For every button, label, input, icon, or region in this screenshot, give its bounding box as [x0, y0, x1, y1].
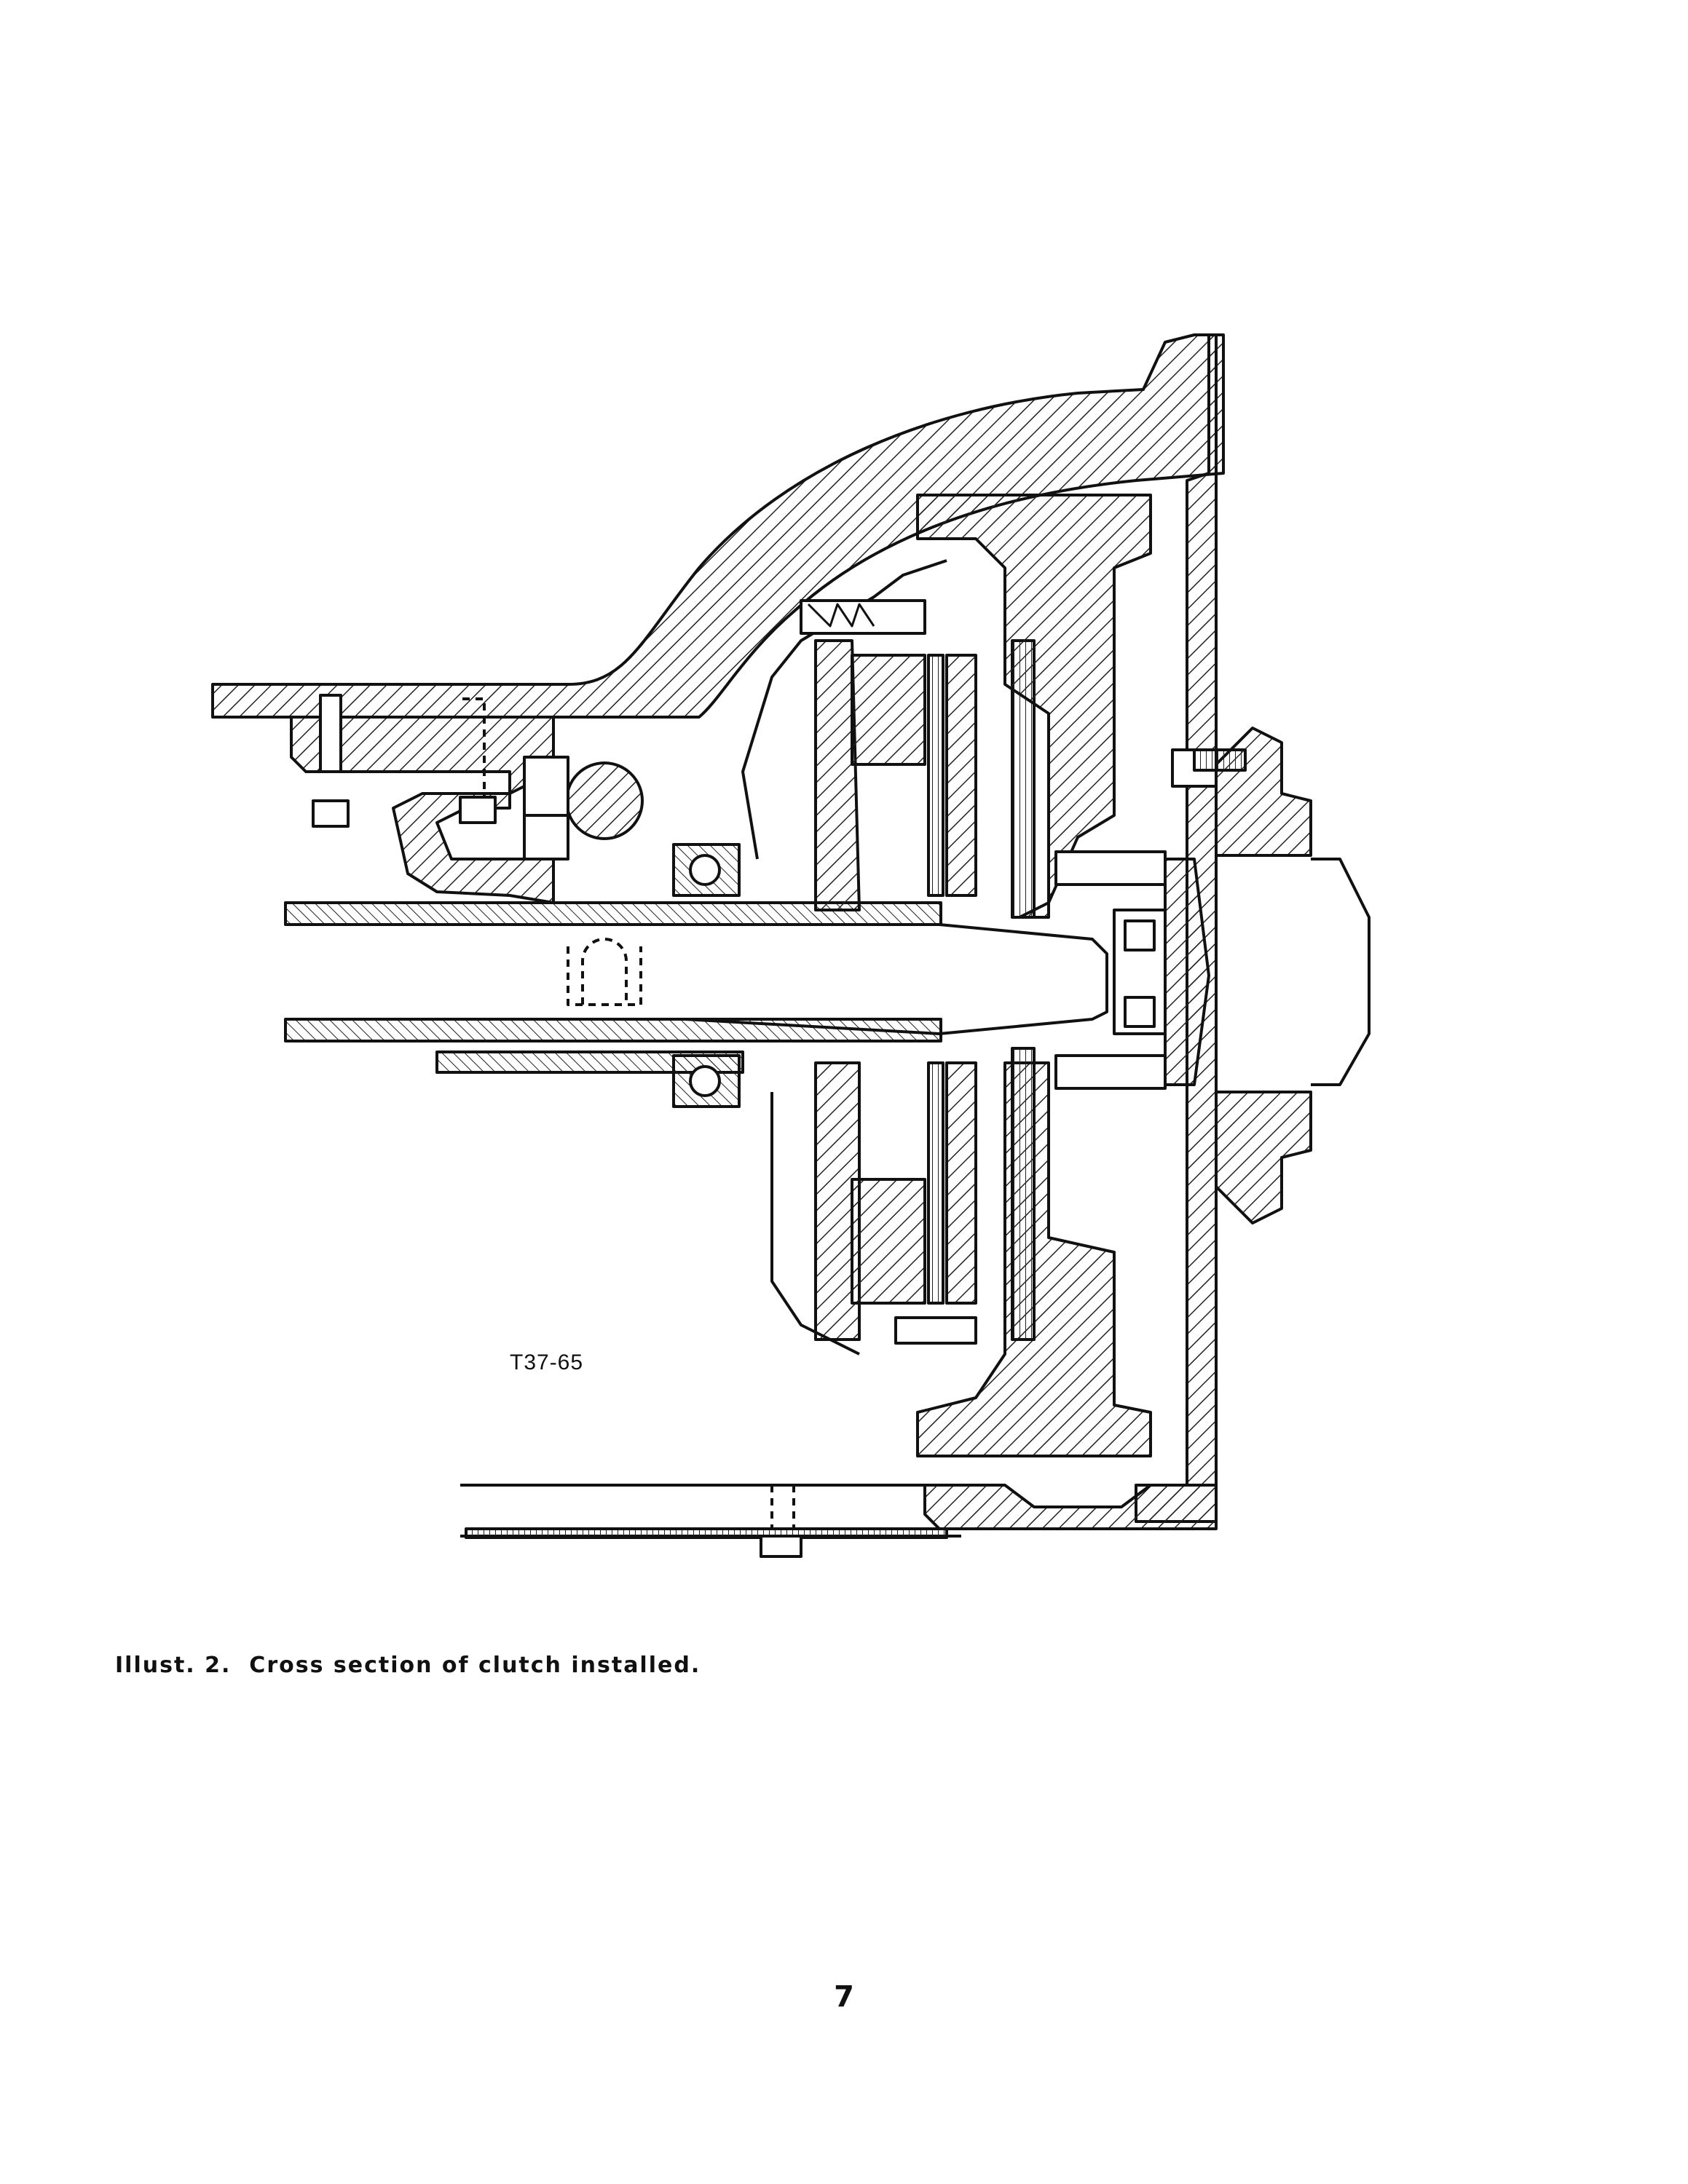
figure-caption: Illust. 2. Cross section of clutch insta…: [115, 1653, 701, 1678]
flywheel: [916, 494, 1152, 919]
crankshaft: [1215, 727, 1312, 857]
clutch-shaft-upper: [284, 901, 942, 926]
clutch-disc-upper: [851, 654, 926, 766]
oil-pan-strip: [465, 1527, 948, 1539]
flywheel-bolt-upper: [1054, 850, 1167, 886]
housing-flange: [1135, 333, 1218, 1523]
clutch-cover-lower: [770, 1092, 860, 1356]
case-bolt: [319, 694, 342, 773]
bell-housing: [211, 333, 1225, 719]
crankshaft-end: [1311, 858, 1370, 1086]
caption-label: Illust. 2.: [115, 1653, 232, 1678]
adjusting-bolt: [894, 1316, 977, 1345]
clutch-disc-lower: [851, 1178, 926, 1305]
clutch-shaft-lower: [284, 1018, 942, 1042]
figure-reference-code: T37-65: [510, 1350, 584, 1374]
caption-text: Cross section of clutch installed.: [249, 1653, 701, 1678]
input-shaft: [684, 923, 1108, 1035]
flywheel-bolt-lower: [1054, 1054, 1167, 1090]
drain-plug: [760, 1535, 802, 1558]
clutch-cover-upper: [741, 559, 947, 860]
pressure-plate-upper: [814, 639, 861, 911]
fork-pin: [567, 938, 642, 1006]
page-number: 7: [834, 1980, 854, 2014]
release-shaft: [565, 761, 644, 840]
crankshaft-flange: [1164, 858, 1210, 1086]
flywheel-housing-bottom: [923, 1484, 1218, 1530]
